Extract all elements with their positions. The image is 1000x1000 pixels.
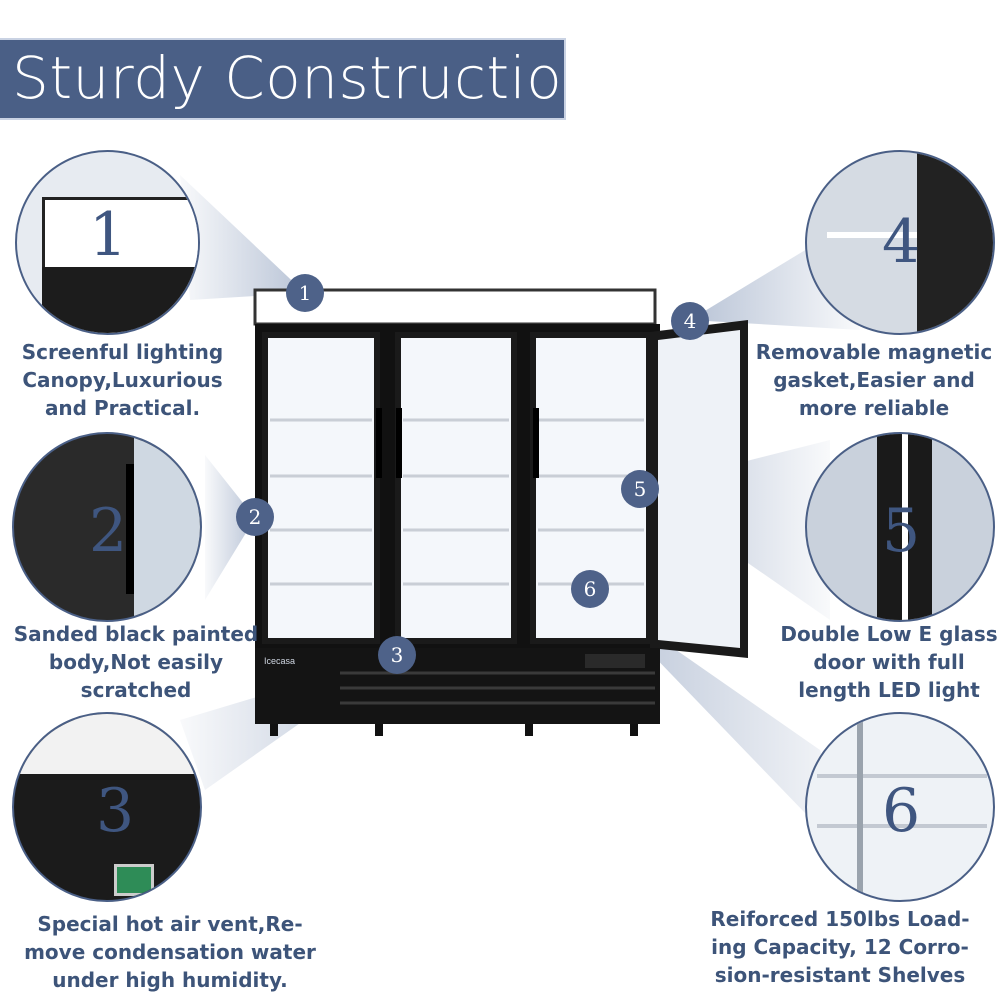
detail-number: 2 (89, 496, 128, 566)
marker-4: 4 (671, 302, 709, 340)
detail-circle-6: 6 (805, 712, 995, 902)
caption-5: Double Low E glass door with full length… (780, 622, 998, 702)
caster (270, 724, 278, 736)
detail-circle-2: 2 (12, 432, 202, 622)
handle-middle (396, 408, 402, 478)
detail-number: 3 (96, 776, 135, 846)
caption-1: Screenful lighting Canopy,Luxurious and … (21, 340, 224, 420)
detail-circle-3: 3 (12, 712, 202, 902)
title-banner: Sturdy Construction: (0, 38, 619, 120)
detail-circle-1: 1 (15, 150, 200, 335)
marker-3: 3 (378, 636, 416, 674)
marker-6: 6 (571, 570, 609, 608)
detail-number: 4 (882, 207, 921, 277)
handle-left (376, 408, 382, 478)
caption-4: Removable magnetic gasket,Easier and mor… (755, 340, 993, 420)
detail-circle-5: 5 (805, 432, 995, 622)
caster (525, 724, 533, 736)
caption-2: Sanded black painted body,Not easily scr… (13, 622, 259, 702)
marker-2: 2 (236, 498, 274, 536)
detail-number: 5 (882, 496, 921, 566)
marker-5: 5 (621, 470, 659, 508)
caster (630, 724, 638, 736)
page-title: Sturdy Construction: (12, 44, 620, 112)
marker-1: 1 (286, 274, 324, 312)
brand-logo: Icecasa (264, 656, 295, 666)
refrigerator-illustration: Icecasa (253, 288, 748, 736)
beam-1 (180, 175, 305, 300)
detail-number: 1 (89, 200, 128, 270)
caption-3: Special hot air vent,Re- move condensati… (24, 912, 316, 992)
control-panel (585, 654, 645, 668)
caster (375, 724, 383, 736)
caption-6: Reiforced 150lbs Load- ing Capacity, 12 … (710, 907, 970, 987)
detail-circle-4: 4 (805, 150, 995, 335)
detail-number: 6 (882, 776, 921, 846)
beam-2 (205, 455, 255, 600)
handle-right (533, 408, 539, 478)
